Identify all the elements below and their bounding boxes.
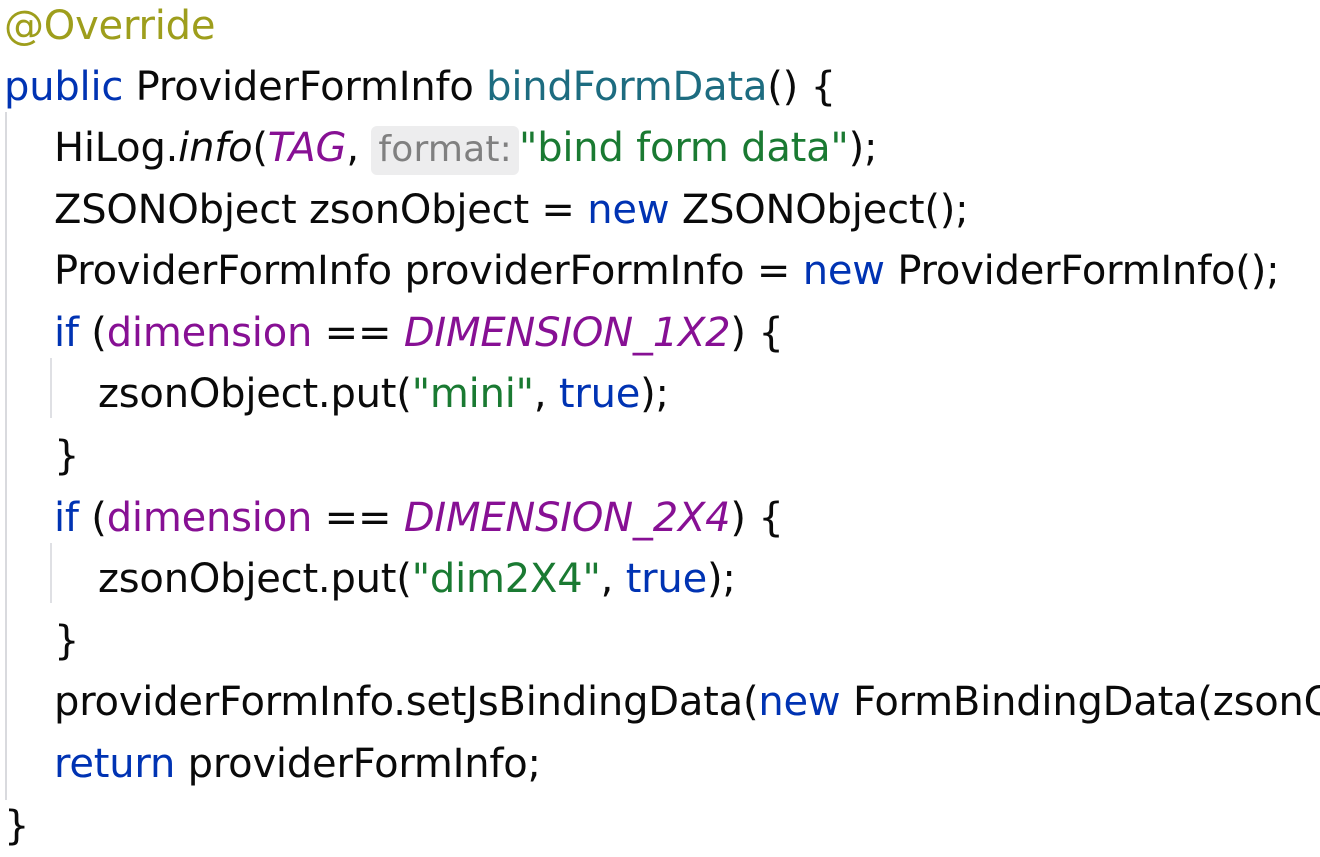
inlay-parameter-hint-format[interactable]: format: <box>371 126 519 175</box>
string-bind-form-data: "bind form data" <box>519 125 849 171</box>
field-dimension: dimension <box>106 495 313 541</box>
keyword-new: new <box>758 679 841 725</box>
return-value: providerFormInfo; <box>175 741 541 787</box>
code-line-setjsbindingdata[interactable]: providerFormInfo.setJsBindingData(new Fo… <box>0 672 1320 733</box>
arg-separator: , <box>346 125 372 171</box>
keyword-true: true <box>558 371 641 417</box>
string-dim2x4: "dim2X4" <box>411 556 601 602</box>
static-field-tag: TAG <box>267 125 347 171</box>
statement-tail: ); <box>640 371 669 417</box>
formbindingdata-constructor: FormBindingData(zsonObject)); <box>852 679 1320 725</box>
code-line-close-if-2[interactable]: } <box>0 611 1320 672</box>
condition-open: ( <box>78 495 107 541</box>
zsonobject-constructor: ZSONObject(); <box>669 187 969 233</box>
method-signature-tail: () { <box>767 64 836 110</box>
call-setjsbindingdata: providerFormInfo.setJsBindingData( <box>54 679 759 725</box>
closing-brace: } <box>4 803 30 849</box>
call-zsonobject-put: zsonObject.put( <box>98 371 412 417</box>
closing-brace: } <box>54 618 80 664</box>
statement-tail: ); <box>848 125 878 171</box>
condition-tail: ) { <box>730 495 784 541</box>
arg-separator: , <box>533 371 559 417</box>
zsonobject-declaration: ZSONObject zsonObject = <box>54 187 588 233</box>
string-mini: "mini" <box>411 371 534 417</box>
code-line-zsonobject-decl[interactable]: ZSONObject zsonObject = new ZSONObject()… <box>0 180 1320 241</box>
code-line-close-if-1[interactable]: } <box>0 426 1320 487</box>
call-zsonobject-put: zsonObject.put( <box>98 556 412 602</box>
field-dimension: dimension <box>106 310 313 356</box>
arg-separator: , <box>600 556 626 602</box>
providerforminfo-constructor: ProviderFormInfo(); <box>884 248 1280 294</box>
closing-brace: } <box>54 433 80 479</box>
hilog-method-info: info <box>178 125 253 171</box>
keyword-new: new <box>587 187 670 233</box>
keyword-if: if <box>54 495 79 541</box>
code-line-if-dimension-1x2[interactable]: if (dimension == DIMENSION_1X2) { <box>0 303 1320 364</box>
keyword-true: true <box>625 556 707 602</box>
method-name-bindformdata: bindFormData <box>486 64 768 110</box>
code-line-close-method[interactable]: } <box>0 796 1320 857</box>
code-line-hilog-info[interactable]: HiLog.info(TAG, format:"bind form data")… <box>0 118 1320 179</box>
static-field-dimension-1x2: DIMENSION_1X2 <box>403 310 731 356</box>
open-paren: ( <box>252 125 268 171</box>
return-type: ProviderFormInfo <box>123 64 487 110</box>
code-line-put-mini[interactable]: zsonObject.put("mini", true); <box>0 364 1320 425</box>
keyword-new: new <box>802 248 885 294</box>
condition-open: ( <box>78 310 107 356</box>
hilog-receiver: HiLog. <box>54 125 179 171</box>
condition-tail: ) { <box>730 310 784 356</box>
keyword-return: return <box>54 741 176 787</box>
operator-equals: == <box>312 495 404 541</box>
keyword-if: if <box>54 310 79 356</box>
operator-equals: == <box>312 310 404 356</box>
static-field-dimension-2x4: DIMENSION_2X4 <box>403 495 731 541</box>
code-line-method-signature[interactable]: public ProviderFormInfo bindFormData() { <box>0 57 1320 118</box>
code-line-if-dimension-2x4[interactable]: if (dimension == DIMENSION_2X4) { <box>0 488 1320 549</box>
annotation-override: @Override <box>4 3 216 49</box>
code-line-providerforminfo-decl[interactable]: ProviderFormInfo providerFormInfo = new … <box>0 241 1320 302</box>
code-line-annotation[interactable]: @Override <box>0 0 1320 57</box>
code-line-return[interactable]: return providerFormInfo; <box>0 734 1320 795</box>
code-line-put-dim2x4[interactable]: zsonObject.put("dim2X4", true); <box>0 549 1320 610</box>
keyword-public: public <box>4 64 124 110</box>
statement-tail: ); <box>706 556 736 602</box>
providerforminfo-declaration: ProviderFormInfo providerFormInfo = <box>54 248 803 294</box>
